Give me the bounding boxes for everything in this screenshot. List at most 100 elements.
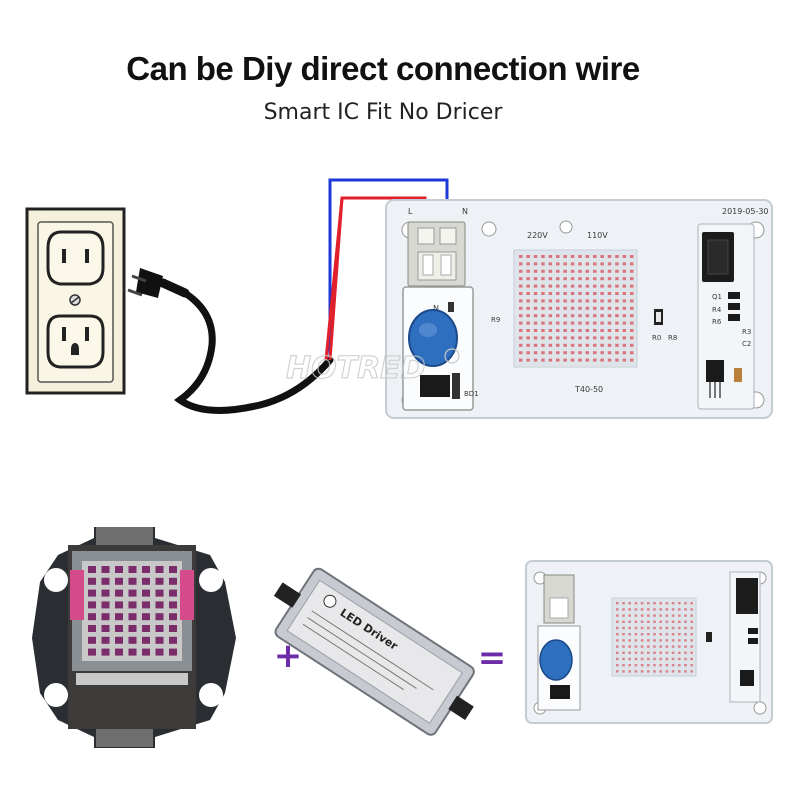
- module-code-label: BD1: [464, 390, 479, 398]
- led-dot: [541, 336, 545, 340]
- led-dot: [630, 277, 634, 281]
- led-dot: [671, 670, 675, 673]
- led-dot: [585, 255, 590, 258]
- led-dot: [640, 626, 644, 630]
- led-dot: [570, 255, 575, 258]
- led-dot: [563, 351, 567, 355]
- led-dot: [678, 664, 681, 667]
- led-dot: [678, 633, 681, 636]
- led-dot: [647, 645, 650, 648]
- led-dot: [607, 329, 612, 332]
- led-dot: [526, 255, 530, 258]
- led-dot: [607, 314, 612, 318]
- led-dot: [600, 292, 604, 295]
- led-dot: [570, 292, 575, 295]
- led-dot: [630, 336, 634, 340]
- led-dot: [634, 651, 638, 654]
- led-dot: [622, 314, 627, 318]
- led-dot: [548, 299, 553, 303]
- led-dot: [640, 620, 644, 623]
- led-dot: [570, 336, 575, 340]
- led-dot: [519, 255, 523, 258]
- led-dot: [541, 343, 545, 347]
- led-dot: [541, 292, 545, 295]
- led-dot: [115, 601, 123, 609]
- led-dot: [556, 336, 560, 340]
- led-dot: [169, 613, 177, 621]
- led-dot: [556, 314, 560, 318]
- led-dot: [578, 262, 582, 266]
- led-dot: [88, 636, 96, 644]
- led-dot: [585, 321, 590, 325]
- led-dot: [128, 589, 137, 597]
- led-dot: [519, 299, 523, 303]
- led-dot: [541, 277, 545, 281]
- led-dot: [622, 614, 625, 617]
- led-dot: [678, 639, 681, 642]
- led-dot: [169, 648, 177, 656]
- led-dot: [526, 343, 530, 347]
- led-dot: [628, 633, 631, 636]
- led-dot: [659, 602, 662, 605]
- led-dot: [684, 614, 687, 617]
- led-dot: [585, 351, 590, 355]
- led-dot: [615, 314, 619, 318]
- led-dot: [519, 306, 523, 310]
- led-dot: [519, 269, 523, 273]
- led-dot: [600, 321, 604, 325]
- led-dot: [634, 608, 638, 611]
- led-dot: [541, 255, 545, 258]
- led-dot: [690, 626, 693, 630]
- led-dot: [616, 670, 619, 673]
- led-dot: [607, 262, 612, 266]
- led-dot: [128, 577, 137, 585]
- led-dot: [622, 277, 627, 281]
- led-dot: [607, 299, 612, 303]
- led-dot: [142, 648, 150, 656]
- led-dot: [533, 262, 538, 266]
- led-dot: [616, 620, 619, 623]
- led-dot: [533, 351, 538, 355]
- led-dot: [88, 577, 96, 585]
- led-dot: [585, 292, 590, 295]
- led-dot: [678, 608, 681, 611]
- led-dot: [665, 657, 669, 661]
- led-dot: [634, 602, 638, 605]
- led-dot: [630, 343, 634, 347]
- led-dot: [115, 625, 123, 632]
- led-dot: [541, 351, 545, 355]
- led-dot: [622, 639, 625, 642]
- led-dot: [607, 306, 612, 310]
- led-dot: [541, 262, 545, 266]
- board-date-label: 2019-05-30: [722, 207, 769, 216]
- led-dot: [647, 608, 650, 611]
- led-dot: [533, 358, 538, 362]
- led-dot: [548, 351, 553, 355]
- led-dot: [647, 602, 650, 605]
- led-dot: [533, 299, 538, 303]
- led-dot: [570, 277, 575, 281]
- led-dot: [634, 614, 638, 617]
- led-dot: [526, 284, 530, 288]
- led-dot: [615, 306, 619, 310]
- led-dot: [607, 343, 612, 347]
- led-dot: [628, 608, 631, 611]
- led-dot: [578, 336, 582, 340]
- led-dot: [678, 651, 681, 654]
- led-dot: [556, 343, 560, 347]
- led-dot: [616, 639, 619, 642]
- ref-r0-label: R0: [652, 334, 661, 342]
- led-dot: [570, 358, 575, 362]
- led-dot: [578, 306, 582, 310]
- voltage-110-label: 110V: [587, 231, 608, 240]
- led-dot: [653, 620, 656, 623]
- led-dot: [640, 639, 644, 642]
- led-dot: [616, 657, 619, 661]
- led-dot: [615, 262, 619, 266]
- led-dot: [570, 329, 575, 332]
- led-dot: [155, 625, 164, 632]
- led-dot: [585, 314, 590, 318]
- led-dot: [647, 664, 650, 667]
- led-dot: [659, 657, 662, 661]
- led-dot: [622, 284, 627, 288]
